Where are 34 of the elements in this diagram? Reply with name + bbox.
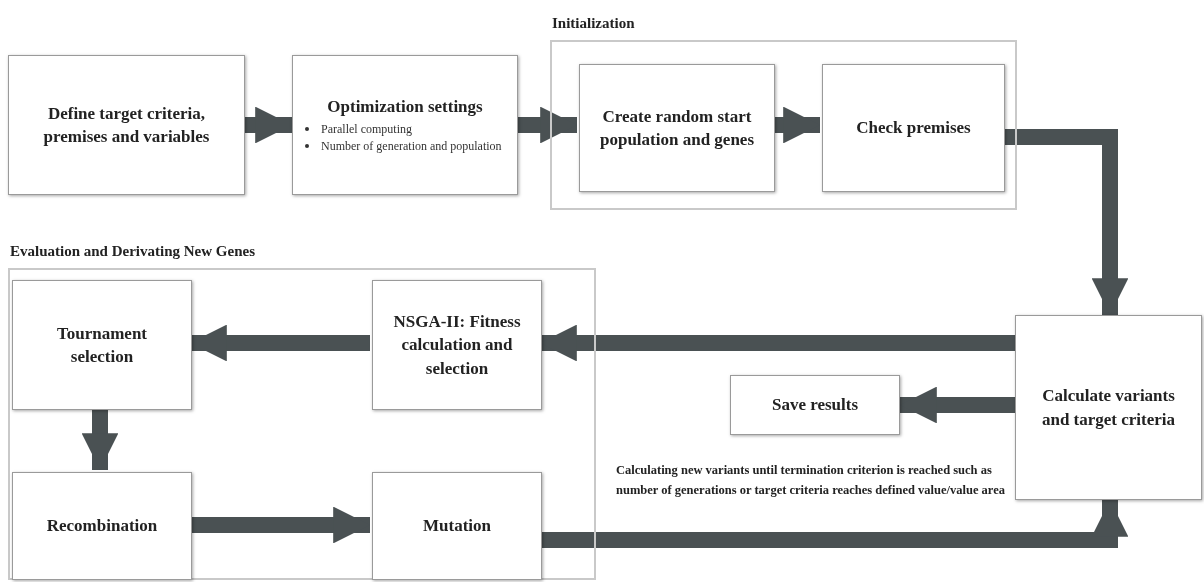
bullet-item: Number of generation and population xyxy=(321,137,502,155)
process-box xyxy=(12,280,192,410)
bullet-item: Parallel computing xyxy=(321,121,412,138)
arrow xyxy=(190,324,370,362)
box-label: Save results xyxy=(771,394,859,417)
arrow xyxy=(81,408,119,470)
process-box xyxy=(730,375,900,435)
box-label: Define target criteria, premises and variables xyxy=(42,102,211,148)
box-label: Tournament selection xyxy=(55,322,149,368)
process-box xyxy=(822,64,1005,192)
arrow xyxy=(540,324,1015,362)
arrow xyxy=(190,506,370,544)
process-box xyxy=(372,472,542,580)
process-box xyxy=(292,55,518,195)
arrow xyxy=(245,106,292,144)
arrow xyxy=(518,106,577,144)
box-label: Calculate variants and target criteria xyxy=(1040,385,1177,431)
arrow xyxy=(540,500,1129,548)
process-box xyxy=(12,472,192,580)
arrow xyxy=(1003,129,1129,315)
process-box xyxy=(1015,315,1202,500)
arrow xyxy=(900,386,1015,424)
box-label: NSGA-II: Fitness calculation and selection xyxy=(392,310,522,380)
group-heading: Evaluation and Derivating New Genes xyxy=(10,242,255,261)
group-heading: Initialization xyxy=(552,14,635,33)
process-box xyxy=(8,55,245,195)
process-box xyxy=(579,64,775,192)
box-label: Recombination xyxy=(46,515,158,538)
arrow xyxy=(773,106,820,144)
box-label: Check premises xyxy=(856,117,971,140)
box-label: Create random start population and genes xyxy=(599,105,755,151)
process-box xyxy=(372,280,542,410)
box-heading: Optimization settings xyxy=(326,95,484,118)
box-label: Mutation xyxy=(423,515,491,538)
